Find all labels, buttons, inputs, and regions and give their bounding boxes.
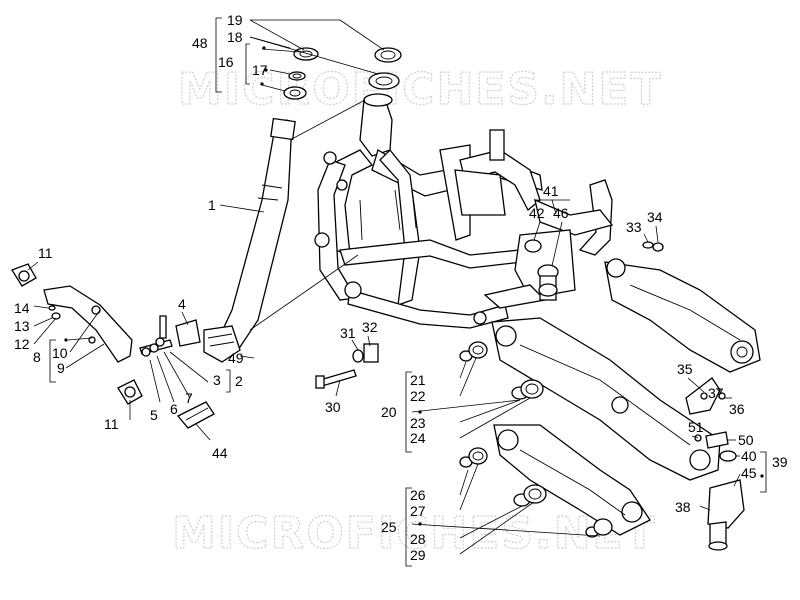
callout-34: 34 xyxy=(647,209,663,225)
callout-39: 39 xyxy=(772,454,788,470)
callout-26: 26 xyxy=(410,487,426,503)
callout-44: 44 xyxy=(212,445,228,461)
callout-10: 10 xyxy=(52,345,68,361)
leader-lines xyxy=(27,17,767,567)
callout-labels: 19 48 18 16 17 1 11 14 13 12 10 8 9 4 49… xyxy=(14,12,788,563)
callout-46: 46 xyxy=(553,205,569,221)
callout-20: 20 xyxy=(381,404,397,420)
callout-24: 24 xyxy=(410,430,426,446)
shock-absorber-end xyxy=(707,450,745,551)
stand-assembly xyxy=(11,263,215,429)
frame-bolt-group xyxy=(524,239,559,301)
callout-29: 29 xyxy=(410,547,426,563)
callout-2: 2 xyxy=(235,373,243,389)
callout-25: 25 xyxy=(381,519,397,535)
callout-50: 50 xyxy=(738,432,754,448)
callout-36: 36 xyxy=(729,401,745,417)
callout-51: 51 xyxy=(688,419,704,435)
callout-1: 1 xyxy=(208,197,216,213)
callout-8: 8 xyxy=(33,349,41,365)
callout-23: 23 xyxy=(410,415,426,431)
callout-45: 45 xyxy=(741,465,757,481)
callout-28: 28 xyxy=(410,531,426,547)
callout-6: 6 xyxy=(170,401,178,417)
callout-41: 41 xyxy=(543,183,559,199)
callout-11-bottom: 11 xyxy=(104,416,119,432)
callout-32: 32 xyxy=(362,319,378,335)
callout-3: 3 xyxy=(213,372,221,388)
rear-swingarm-upper xyxy=(604,241,761,373)
callout-5: 5 xyxy=(150,407,158,423)
callout-35: 35 xyxy=(677,361,693,377)
callout-4: 4 xyxy=(178,296,186,312)
callout-31: 31 xyxy=(340,325,356,341)
through-bolt xyxy=(315,343,379,389)
callout-42: 42 xyxy=(529,205,545,221)
callout-7: 7 xyxy=(185,390,193,406)
callout-33: 33 xyxy=(626,219,642,235)
callout-30: 30 xyxy=(325,399,341,415)
steering-bearings xyxy=(283,47,402,100)
callout-49: 49 xyxy=(228,350,244,366)
watermark-top: MICROFICHES.NET xyxy=(178,64,663,115)
callout-17: 17 xyxy=(252,62,268,78)
steering-column xyxy=(203,117,296,363)
callout-38: 38 xyxy=(675,499,691,515)
callout-11-top: 11 xyxy=(38,245,53,261)
callout-9: 9 xyxy=(57,360,65,376)
callout-18: 18 xyxy=(227,29,243,45)
callout-37: 37 xyxy=(708,385,724,401)
callout-21: 21 xyxy=(410,372,426,388)
callout-19: 19 xyxy=(227,12,243,28)
callout-13: 13 xyxy=(14,318,30,334)
callout-40: 40 xyxy=(741,448,757,464)
watermark-bottom: MICROFICHES.NET xyxy=(172,508,657,559)
shock-bracket xyxy=(685,377,729,449)
callout-16: 16 xyxy=(218,54,234,70)
callout-48: 48 xyxy=(192,35,208,51)
callout-27: 27 xyxy=(410,503,426,519)
rear-swingarm-middle xyxy=(459,317,721,481)
callout-12: 12 xyxy=(14,336,30,352)
callout-22: 22 xyxy=(410,388,426,404)
callout-14: 14 xyxy=(14,300,30,316)
